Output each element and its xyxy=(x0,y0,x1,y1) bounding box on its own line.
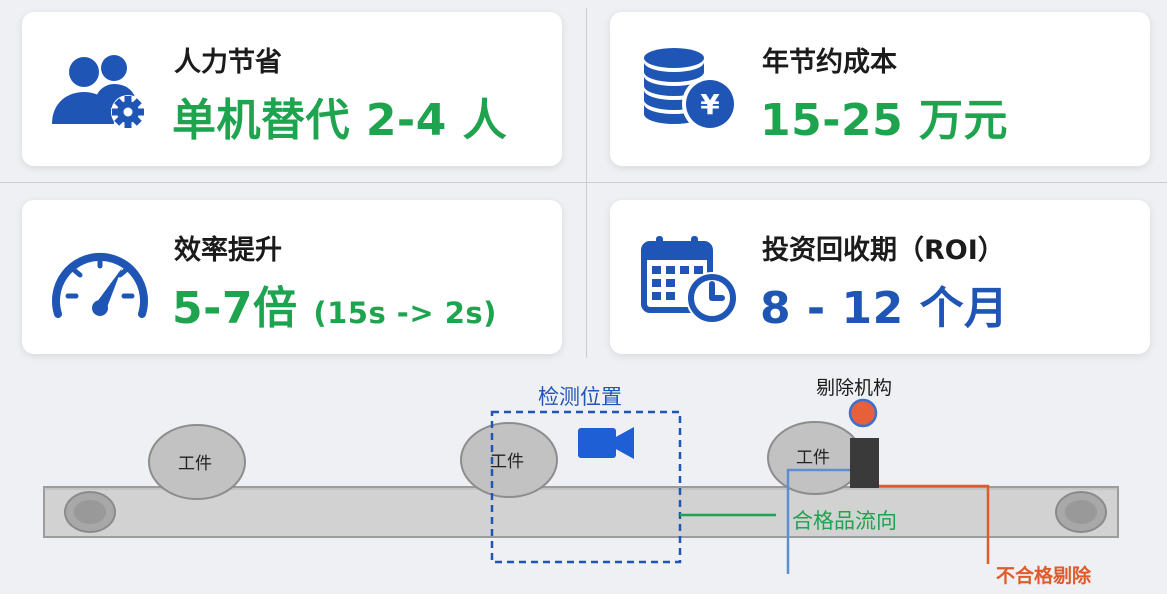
conveyor-belt xyxy=(43,486,1119,538)
efficiency-improvement-value: 5-7倍 (15s -> 2s) xyxy=(172,272,497,336)
workpiece-label-3: 工件 xyxy=(796,448,830,468)
users-gear-icon xyxy=(52,55,145,129)
video-camera-icon xyxy=(578,427,634,459)
efficiency-multiplier: 5-7倍 xyxy=(172,283,298,334)
workpiece-label-2: 工件 xyxy=(490,452,524,472)
detection-position-label: 检测位置 xyxy=(538,385,622,409)
conveyor-diagram: 工件 工件 工件 检测位置 剔除机构 合格品流向 不合格剔除 xyxy=(0,360,1167,594)
annual-cost-savings-title: 年节约成本 xyxy=(762,47,897,78)
efficiency-improvement-card: 效率提升 5-7倍 (15s -> 2s) xyxy=(22,200,562,354)
reject-flow-label: 不合格剔除 xyxy=(996,565,1092,587)
efficiency-improvement-title: 效率提升 xyxy=(174,235,282,266)
annual-cost-savings-card: ¥ 年节约成本 15-25 万元 xyxy=(610,12,1150,166)
labor-savings-title: 人力节省 xyxy=(174,47,282,78)
reject-mechanism-label: 剔除机构 xyxy=(816,377,893,399)
detection-zone xyxy=(490,410,682,564)
horizontal-divider xyxy=(0,182,1167,183)
reject-sensor xyxy=(848,398,878,428)
efficiency-cycle-time: (15s -> 2s) xyxy=(313,296,497,330)
vertical-divider xyxy=(586,8,587,358)
labor-savings-card: 人力节省 单机替代 2-4 人 xyxy=(22,12,562,166)
roi-title: 投资回收期（ROI） xyxy=(762,235,1005,266)
roi-card: 投资回收期（ROI） 8 - 12 个月 xyxy=(610,200,1150,354)
pass-path-line xyxy=(786,468,850,574)
workpiece-label-1: 工件 xyxy=(178,454,212,474)
annual-cost-savings-value: 15-25 万元 xyxy=(760,95,1009,146)
conveyor-diagram-graphic xyxy=(43,398,1119,574)
svg-text:¥: ¥ xyxy=(700,88,720,121)
calendar-clock-icon xyxy=(641,236,738,324)
coins-yen-icon: ¥ xyxy=(644,48,738,132)
roi-value: 8 - 12 个月 xyxy=(760,283,1009,334)
speedometer-icon xyxy=(52,252,148,318)
labor-savings-value: 单机替代 2-4 人 xyxy=(172,95,508,146)
pass-flow-label: 合格品流向 xyxy=(792,509,897,533)
reject-flow-line xyxy=(879,484,990,564)
workpiece-1 xyxy=(148,424,246,500)
reject-pusher xyxy=(850,438,879,488)
workpiece-2 xyxy=(460,422,558,498)
